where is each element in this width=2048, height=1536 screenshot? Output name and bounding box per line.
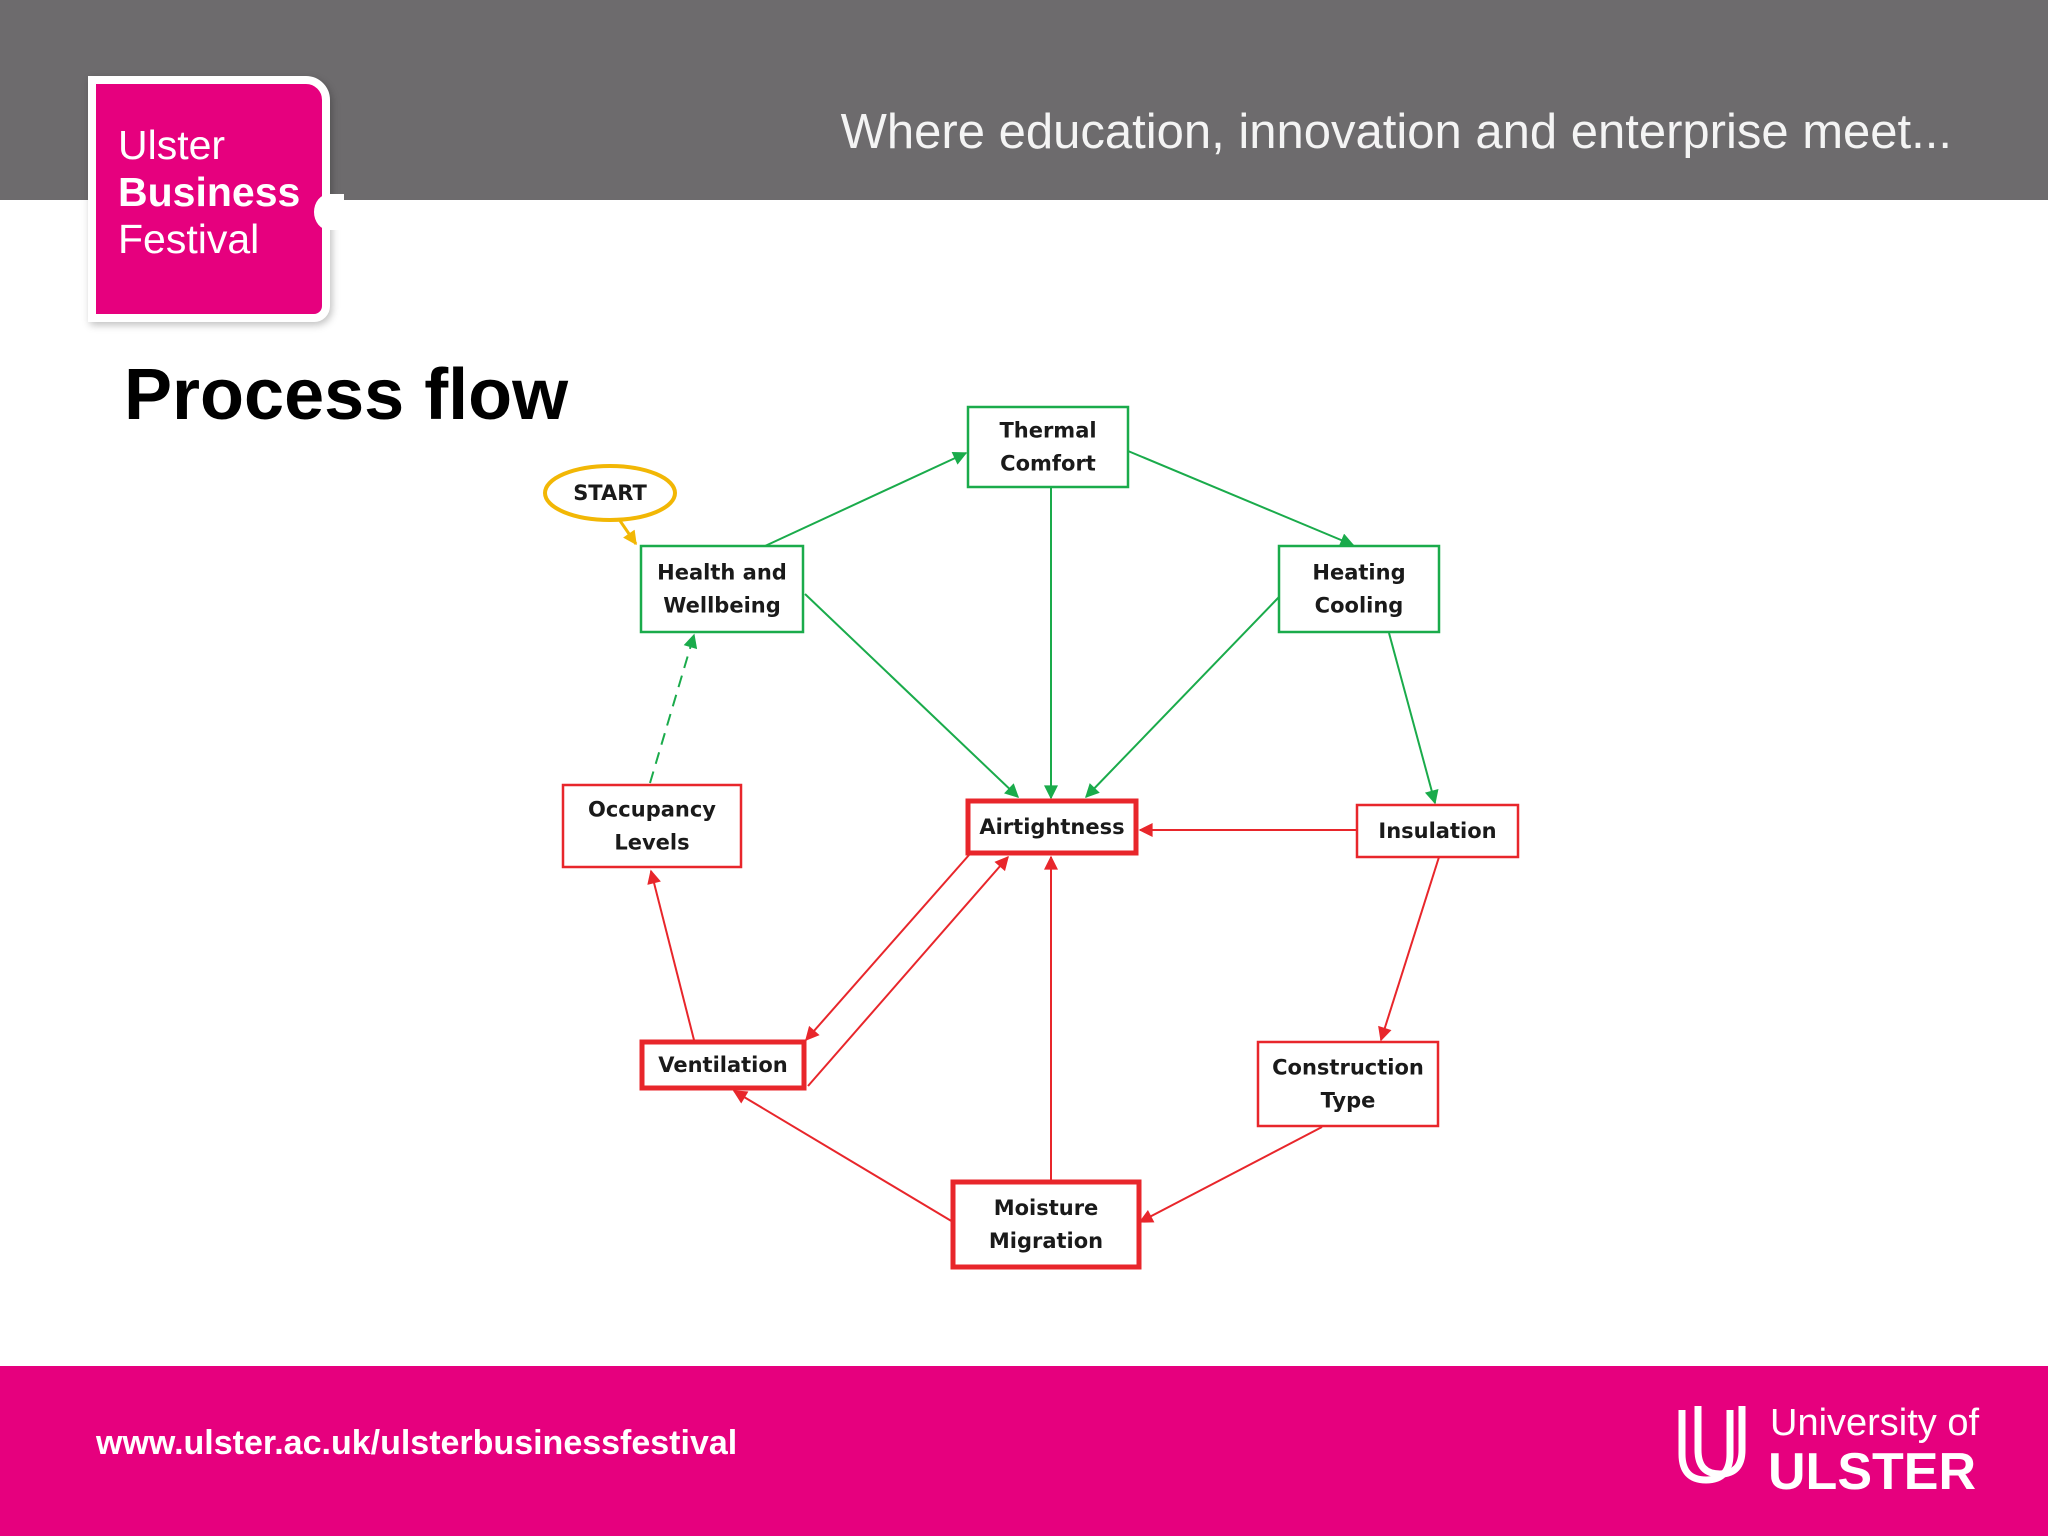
edge-thermal-to-heating — [1127, 450, 1355, 547]
header-bar: Where education, innovation and enterpri… — [0, 0, 2048, 200]
node-heating-label-2: Cooling — [1315, 594, 1404, 618]
university-name-line-1: University of — [1770, 1402, 1980, 1444]
node-insulation-box — [1355, 803, 1520, 859]
node-health-box — [639, 544, 805, 634]
node-occupancy-box — [561, 783, 743, 869]
page-title: Process flow — [124, 355, 569, 435]
node-ventilation-label-1: Ventilation — [658, 1053, 788, 1077]
footer-bar: www.ulster.ac.uk/ulsterbusinessfestival … — [0, 1366, 2048, 1536]
university-name-line-2: ULSTER — [1768, 1443, 1976, 1501]
edge-ventilation-to-occupancy — [647, 869, 695, 1041]
node-thermal-label-2: Comfort — [1000, 452, 1096, 476]
node-start-box — [543, 464, 677, 522]
node-ventilation-box — [639, 1039, 807, 1091]
node-construction-label-1: Construction — [1272, 1056, 1424, 1080]
node-thermal-box — [966, 405, 1130, 489]
edge-heating-to-airtightness — [1085, 596, 1280, 799]
edge-health-to-airtightness — [804, 593, 1020, 798]
logo-line-2: Business — [118, 169, 301, 215]
node-heating-box — [1277, 544, 1441, 634]
edge-health-to-thermal — [764, 451, 968, 547]
node-moisture-label-2: Migration — [989, 1229, 1103, 1253]
node-construction-box — [1256, 1040, 1440, 1128]
header-tagline: Where education, innovation and enterpri… — [840, 105, 1952, 159]
node-moisture-label-1: Moisture — [994, 1196, 1099, 1220]
node-heating-label-1: Heating — [1312, 561, 1405, 585]
footer-url: www.ulster.ac.uk/ulsterbusinessfestival — [96, 1424, 738, 1462]
node-health-label-1: Health and — [657, 561, 787, 585]
node-construction-label-2: Type — [1321, 1089, 1376, 1113]
node-airtightness: Airtightness — [965, 798, 1139, 856]
edge-moisture-to-ventilation — [732, 1090, 954, 1223]
node-ventilation: Ventilation — [639, 1039, 807, 1091]
edge-airtightness-to-ventilation — [805, 854, 970, 1042]
node-start: START — [543, 464, 677, 522]
edge-insulation-to-construction — [1378, 856, 1440, 1042]
node-thermal-label-1: Thermal — [999, 419, 1096, 443]
edge-construction-to-moisture — [1138, 1126, 1323, 1223]
logo-text: Ulster Business Festival — [118, 122, 300, 263]
node-health-label-2: Wellbeing — [663, 594, 781, 618]
logo-notch — [314, 194, 344, 230]
node-occupancy-label-2: Levels — [614, 831, 689, 855]
edge-occupancy-to-health — [649, 633, 698, 784]
logo-line-3: Festival — [118, 216, 260, 262]
ulster-business-festival-logo: Ulster Business Festival — [88, 76, 344, 322]
node-start-label-1: START — [573, 481, 647, 505]
node-occupancy-label-1: Occupancy — [588, 798, 716, 822]
node-moisture-box — [950, 1179, 1142, 1270]
logo-line-1: Ulster — [118, 122, 226, 168]
node-airtightness-label-1: Airtightness — [979, 815, 1124, 839]
node-airtightness-box — [965, 798, 1139, 856]
edge-heating-to-insulation — [1388, 632, 1439, 805]
node-insulation: Insulation — [1355, 803, 1520, 859]
university-logo-icon — [1678, 1406, 1746, 1484]
edges-layer — [612, 450, 1440, 1223]
edge-ventilation-to-airtightness — [807, 855, 1009, 1087]
node-insulation-label-1: Insulation — [1378, 819, 1496, 843]
